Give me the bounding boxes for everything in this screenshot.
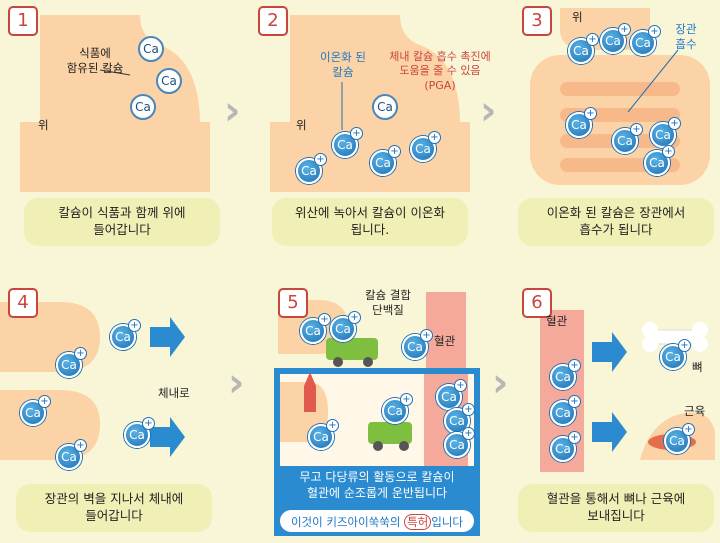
arrow-right-icon: › xyxy=(224,88,241,134)
ionized-calcium-icon: Ca+ xyxy=(566,107,597,138)
ionized-calcium-icon: Ca+ xyxy=(436,379,467,410)
calcium-icon: Ca xyxy=(130,94,156,120)
ionized-calcium-icon: Ca+ xyxy=(20,395,51,426)
calcium-icon: Ca xyxy=(372,94,398,120)
ionized-calcium-icon: Ca+ xyxy=(370,145,401,176)
ionized-calcium-icon: Ca+ xyxy=(568,33,599,64)
ionized-calcium-icon: Ca+ xyxy=(308,419,339,450)
step-number: 4 xyxy=(8,288,38,318)
into-body-label: 체내로 xyxy=(158,386,190,400)
calcium-icon: Ca xyxy=(156,68,182,94)
ionized-calcium-icon: Ca+ xyxy=(300,313,331,344)
ionized-calcium-icon: Ca+ xyxy=(600,23,631,54)
ionized-calcium-icon: Ca+ xyxy=(650,117,681,148)
stomach-label: 위 xyxy=(38,118,49,132)
arrow-right-icon: › xyxy=(480,88,497,134)
ionized-calcium-icon: Ca+ xyxy=(444,427,475,458)
ionized-calcium-icon: Ca+ xyxy=(402,329,433,360)
step-number: 1 xyxy=(8,6,38,36)
vessel-label: 혈관 xyxy=(546,314,568,328)
vessel-label: 혈관 xyxy=(434,334,456,348)
ionized-calcium-icon: Ca+ xyxy=(410,131,441,162)
muscle-label: 근육 xyxy=(684,404,706,418)
ionized-calcium-icon: Ca+ xyxy=(296,153,327,184)
arrow-right-icon: › xyxy=(492,360,509,406)
ionized-calcium-icon: Ca+ xyxy=(550,395,581,426)
panel-6: 6 혈관 뼈 근육 Ca+ Ca+ Ca+ Ca+ Ca+ 혈관을 통해서 뼈나… xyxy=(500,282,720,532)
step-number: 3 xyxy=(522,6,552,36)
ionized-calcium-icon: Ca+ xyxy=(382,393,413,424)
stomach-illustration xyxy=(20,15,210,192)
ionized-calcium-icon: Ca+ xyxy=(330,311,361,342)
ionized-calcium-icon: Ca+ xyxy=(56,347,87,378)
ionized-calcium-icon: Ca+ xyxy=(550,431,581,462)
ionized-calcium-icon: Ca+ xyxy=(612,123,643,154)
ionized-calcium-icon: Ca+ xyxy=(56,439,87,470)
ionized-calcium-icon: Ca+ xyxy=(550,359,581,390)
ionized-calcium-icon: Ca+ xyxy=(660,339,691,370)
ionized-calcium-icon: Ca+ xyxy=(332,127,363,158)
ionized-calcium-icon: Ca+ xyxy=(644,145,675,176)
step-number: 6 xyxy=(522,288,552,318)
step-number: 5 xyxy=(278,288,308,318)
ionized-calcium-icon: Ca+ xyxy=(110,319,141,350)
panel-4: 4 Ca+ Ca+ Ca+ Ca+ Ca+ 체내로 장관의 벽을 지나서 체내에… xyxy=(0,282,220,532)
stomach-label: 위 xyxy=(296,118,307,132)
ionized-calcium-icon: Ca+ xyxy=(124,417,155,448)
ionized-calcium-icon: Ca+ xyxy=(664,423,695,454)
step-number: 2 xyxy=(258,6,288,36)
bone-label: 뼈 xyxy=(692,360,703,374)
arrow-right-icon: › xyxy=(228,360,245,406)
stomach-label: 위 xyxy=(572,10,583,24)
ionized-calcium-icon: Ca+ xyxy=(630,25,661,56)
calcium-icon: Ca xyxy=(138,36,164,62)
